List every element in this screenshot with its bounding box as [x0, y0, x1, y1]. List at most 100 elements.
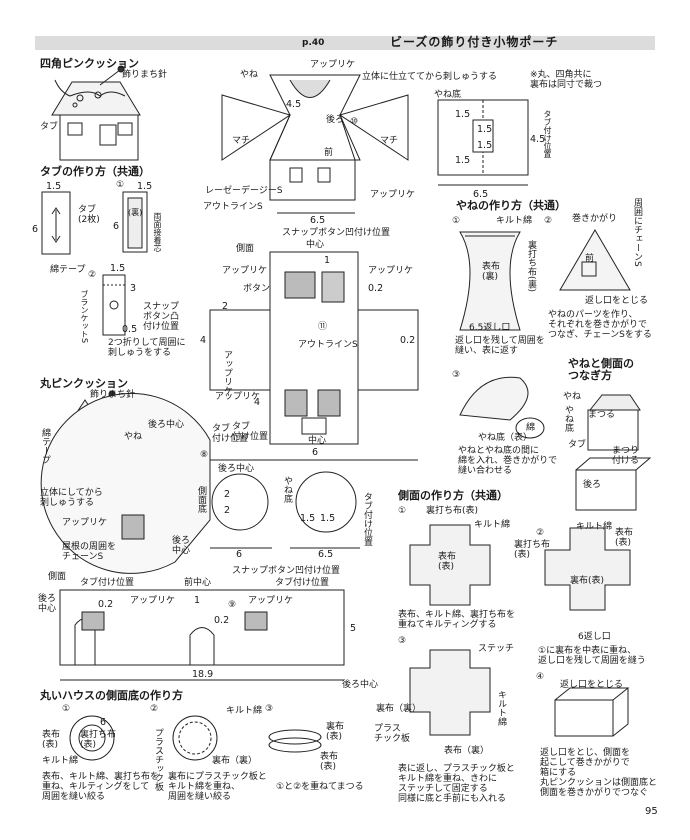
side-method-stitch: ステッチ [478, 644, 515, 654]
side-applique2: アップリケ [368, 266, 414, 276]
yane-note2: やねのパーツを作り、 それぞれを巻きかがりで つなぎ、チェーンSをする [548, 310, 652, 340]
round-house-note1: 表布、キルト綿、裏打ち布を 重ね、キルティングをして 周囲を縫い絞る [42, 772, 160, 802]
round-sokumen-zoko: 側面底 [196, 486, 206, 513]
yane-wata: 綿 [526, 423, 536, 433]
round-house-omote2: 表布 (表) [320, 752, 339, 772]
yane-step1 [459, 231, 521, 331]
side-method-omote2: 表布 (表) [615, 528, 634, 548]
roof-embroidery-note: 立体に仕立ててから刺しゅうする [362, 72, 498, 82]
round-side-d189: 18.9 [192, 669, 214, 680]
side-method-close: 返し口をとじる [560, 680, 624, 690]
round-ushiro-c2: 後ろ 中心 [172, 536, 191, 556]
round-side-tab-pos1: タブ付け位置 [80, 578, 135, 588]
side-method-back2: 裏打ち布 (表) [514, 540, 551, 560]
round-tab-pos2: タブ付け位置 [362, 492, 372, 546]
side-method-step4: ④ [536, 672, 545, 682]
round-d2b: 2 [224, 505, 231, 516]
round-chain: 屋根の周囲を チェーンS [62, 542, 117, 562]
round-house-note3: ①と②を重ねてまつる [276, 782, 364, 792]
round-d2a: 2 [224, 489, 231, 500]
roof-base-d15a: 1.5 [455, 109, 471, 120]
side-d4b: 4 [254, 397, 261, 408]
roof-base-d45: 4.5 [530, 134, 546, 145]
round-house-back2: 裏布 (表) [326, 722, 345, 742]
tab-dim-05: 0.5 [122, 324, 138, 335]
tab-step2: ② [88, 270, 97, 280]
connect-matsuri: まつり 付ける [612, 446, 640, 466]
round-applique: アップリケ [62, 518, 108, 528]
round-d65: 6.5 [318, 549, 334, 560]
connect-illustration [575, 394, 652, 511]
side-method-omote: 表布 (表) [438, 552, 457, 572]
round-house-step3: ③ [265, 704, 274, 714]
round-pincushion-title: 丸ピンクッション [40, 377, 128, 390]
connect-tab: タブ [568, 440, 587, 450]
round-side-ushiro-c: 後ろ 中心 [38, 594, 57, 614]
round-yane-zoko: やね底 [282, 476, 292, 503]
round-house-urafu: 裏布（裏） [212, 756, 258, 766]
yane-close-return: 返し口をとじる [585, 296, 649, 306]
tab-dim-15c: 1.5 [110, 263, 126, 274]
header-page-ref: p.40 [302, 38, 325, 48]
tab-dim-3: 3 [130, 283, 137, 294]
yane-method-title: やねの作り方（共通） [456, 199, 566, 212]
round-side-snap: スナップボタン凹付け位置 [232, 566, 341, 576]
round-num8: ⑧ [200, 450, 209, 460]
round-side-d02a: 0.2 [98, 599, 114, 610]
yane-mae: 前 [585, 254, 595, 264]
roof-machi-right: マチ [380, 136, 399, 146]
side-method-return: 6返し口 [578, 632, 611, 642]
round-side-ushiro-c2: 後ろ中心 [342, 680, 379, 690]
roof-mae: 前 [324, 148, 334, 158]
connect-yane-zoko: やね底 [563, 405, 573, 432]
yane-step3 [459, 376, 545, 439]
side-outline: アウトラインS [298, 340, 358, 350]
yane-quilt: キルト綿 [496, 216, 533, 226]
side-d02a: 0.2 [368, 283, 384, 294]
yane-note1: 返し口を残して周囲を 縫い、表に返す [455, 336, 545, 356]
roof-base-d15b: 1.5 [477, 124, 493, 135]
yane-step2: ② [544, 216, 553, 226]
roof-base-d15d: 1.5 [455, 155, 471, 166]
roof-pattern [221, 74, 409, 214]
yane-step1: ① [452, 216, 461, 226]
yane-back: 裏打ち布(裏) [526, 240, 536, 293]
roof-yane: やね [240, 70, 259, 80]
side-pattern [209, 251, 419, 461]
tab-fold-label: 両面接着芯 [153, 212, 162, 252]
roof-base-note: ※丸、四角共に 裏布は同寸で裁つ [530, 70, 603, 90]
side-method-urafu: 裏布(表) [570, 576, 605, 586]
tab-dim-6b: 6 [113, 221, 120, 232]
connect-ushiro: 後ろ [583, 480, 602, 490]
roof-applique2: アップリケ [370, 190, 416, 200]
roof-base-yane-zoko: やね底 [434, 90, 462, 100]
round-house-d6: 6 [100, 717, 107, 728]
side-method-diagrams [409, 524, 631, 737]
side-d4a: 4 [200, 335, 207, 346]
round-house-note2: 裏布にプラスチック板と キルト綿を重ね、 周囲を縫い絞る [168, 772, 267, 802]
side-method-note3: 表に返し、プラスチック板と キルト綿を重ね、きわに ステッチして固定する 同様に… [398, 764, 515, 804]
page-number: 95 [645, 806, 658, 817]
tab-diagram [41, 191, 148, 336]
round-side-d1: 1 [194, 595, 201, 606]
round-side-sokumen: 側面 [48, 572, 67, 582]
roof-base-d65: 6.5 [473, 189, 489, 200]
side-chushin2: 中心 [308, 436, 327, 446]
side-method-plastic: プラス チック板 [374, 724, 411, 744]
yane-step2 [559, 229, 631, 291]
roof-dim-65: 6.5 [310, 215, 326, 226]
side-method-step3: ③ [398, 636, 407, 646]
round-tab-pos: タブ 付け位置 [212, 424, 249, 444]
roof-dim-45: 4.5 [286, 99, 302, 110]
tab-inner-label: (裏) [128, 208, 143, 217]
tab-snap-label: スナップ ボタン凸 付け位置 [143, 302, 180, 332]
side-tab-pos: タブ 付け位置 [232, 422, 269, 442]
side-method-note4: 返し口をとじ、側面を 起こして巻きかがりで 箱にする 丸ピンクッションは側面底と… [540, 748, 658, 798]
side-applique4: アップリケ [215, 392, 261, 402]
square-pincushion-title: 四角ピンクッション [40, 57, 139, 70]
round-yane: やね [124, 432, 143, 442]
tab-step1: ① [116, 180, 125, 190]
header-banner [35, 36, 655, 50]
side-method-note2: ①に裏布を中表に重ね、 返し口を残して周囲を縫う [538, 646, 646, 666]
round-roof-pattern [40, 392, 211, 574]
